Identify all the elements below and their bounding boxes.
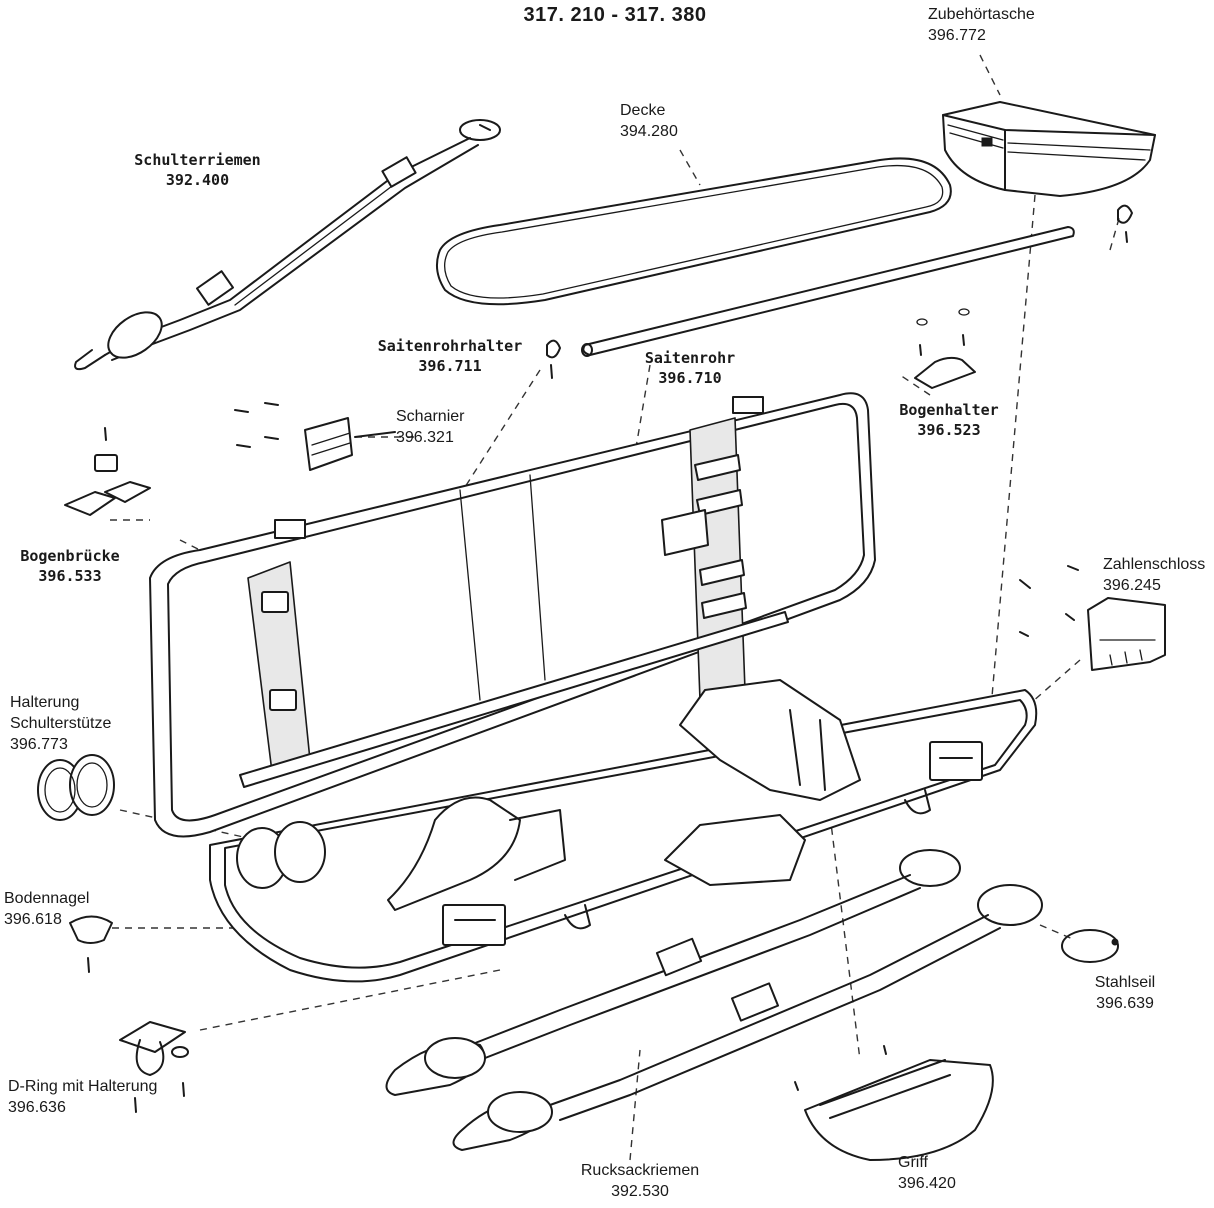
part-name: Griff <box>898 1154 928 1171</box>
backpack-straps-drawing <box>385 849 1043 1151</box>
part-code: 396.523 <box>917 421 981 439</box>
label-shoulder-strap: Schulterriemen 392.400 <box>120 150 275 190</box>
part-name: Scharnier <box>396 408 465 425</box>
combination-lock-drawing <box>1019 565 1166 671</box>
part-code: 396.636 <box>8 1099 66 1116</box>
label-backpack-straps: Rucksackriemen 392.530 <box>570 1160 710 1202</box>
accessory-bag-drawing <box>942 101 1156 197</box>
part-code: 396.711 <box>418 357 482 375</box>
label-case-foot: Bodennagel 396.618 <box>4 888 89 930</box>
case-foot-drawing <box>69 915 113 973</box>
part-name: Saitenrohr <box>644 349 736 367</box>
part-name: Decke <box>620 102 666 119</box>
case-body-drawing <box>149 392 1038 983</box>
bow-holder-drawing <box>914 308 976 389</box>
part-code: 394.280 <box>620 123 678 140</box>
part-name: Bodennagel <box>4 890 90 907</box>
string-tube-holders <box>546 204 1133 379</box>
part-code: 396.533 <box>38 567 102 585</box>
label-bow-bridge: Bogenbrücke 396.533 <box>8 546 132 586</box>
part-name-line2: Schulterstütze <box>10 715 112 732</box>
label-accessory-bag: Zubehörtasche 396.772 <box>928 4 1035 46</box>
part-code: 392.530 <box>611 1183 669 1200</box>
part-name-line1: Halterung <box>10 694 80 711</box>
part-code: 396.245 <box>1103 577 1161 594</box>
part-name: Zahlenschloss <box>1103 556 1206 573</box>
handle-drawing <box>794 1045 994 1161</box>
part-name: D-Ring mit Halterung <box>8 1078 158 1095</box>
part-name: Saitenrohrhalter <box>377 337 523 355</box>
d-ring-drawing <box>119 1021 189 1113</box>
part-code: 396.420 <box>898 1175 956 1192</box>
label-string-tube: Saitenrohr 396.710 <box>630 348 750 388</box>
label-handle: Griff 396.420 <box>898 1152 956 1194</box>
hinge-drawing <box>234 402 396 471</box>
shoulder-strap-drawing <box>74 119 501 371</box>
part-name: Stahlseil <box>1094 974 1156 991</box>
shoulder-rest-holder-drawing <box>37 754 115 821</box>
part-name: Bogenhalter <box>899 401 999 419</box>
label-string-tube-holder: Saitenrohrhalter 396.711 <box>370 336 530 376</box>
part-name: Rucksackriemen <box>580 1162 700 1179</box>
label-bow-holder: Bogenhalter 396.523 <box>885 400 1013 440</box>
label-shoulder-rest-holder: Halterung Schulterstütze 396.773 <box>10 692 111 755</box>
part-code: 396.618 <box>4 911 62 928</box>
label-steel-cable: Stahlseil 396.639 <box>1075 972 1175 1014</box>
part-name: Schulterriemen <box>134 151 261 169</box>
string-tube-drawing <box>581 226 1075 357</box>
label-hinge: Scharnier 396.321 <box>396 406 464 448</box>
part-name: Bogenbrücke <box>20 547 120 565</box>
part-code: 392.400 <box>165 171 230 189</box>
bow-bridge-drawing <box>64 427 151 516</box>
label-combination-lock: Zahlenschloss 396.245 <box>1103 554 1205 596</box>
part-code: 396.710 <box>658 369 722 387</box>
part-code: 396.321 <box>396 429 454 446</box>
part-name: Zubehörtasche <box>928 6 1035 23</box>
label-blanket: Decke 394.280 <box>620 100 678 142</box>
blanket-drawing <box>435 157 952 306</box>
label-d-ring: D-Ring mit Halterung 396.636 <box>8 1076 157 1118</box>
part-code: 396.772 <box>928 27 986 44</box>
part-code: 396.773 <box>10 736 68 753</box>
steel-cable-drawing <box>1061 929 1119 963</box>
model-numbers-title: 317. 210 - 317. 380 <box>523 4 707 26</box>
part-code: 396.639 <box>1096 995 1154 1012</box>
